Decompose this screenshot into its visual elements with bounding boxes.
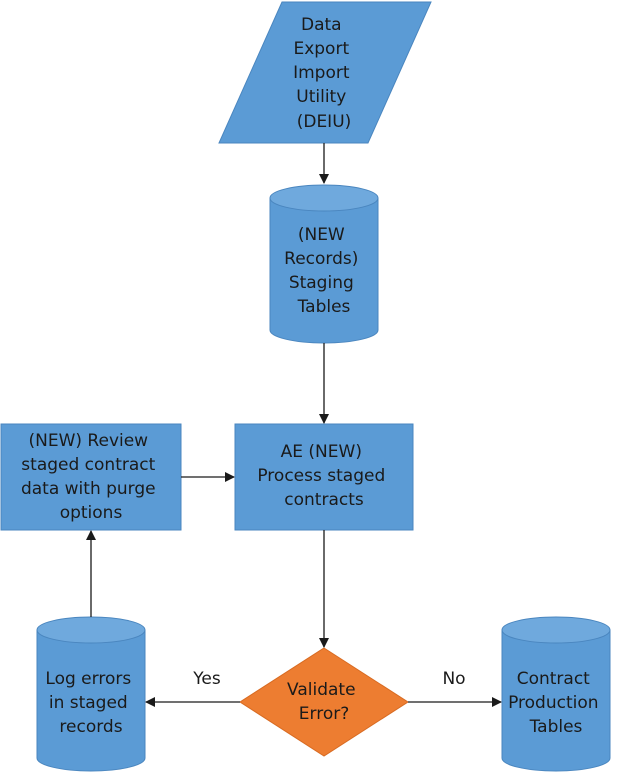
cylinder-shape (269, 197, 379, 344)
node-process: AE (NEW) Process staged contracts (234, 423, 414, 531)
node-staging-line: (NEW (298, 225, 345, 245)
node-deiu: Data Export Import Utility (DEIU) (218, 1, 432, 144)
node-validate-label: Validate Error? (287, 680, 361, 724)
node-staging-line: Tables (297, 297, 351, 317)
cylinder-shape (36, 629, 146, 772)
node-validate-line: Validate (287, 680, 356, 700)
node-review-label: (NEW) Review staged contract data with p… (21, 431, 161, 523)
node-deiu-label: Data Export Import Utility (DEIU) (293, 15, 355, 132)
node-review-line: options (60, 503, 123, 523)
edge-label-yes: Yes (192, 669, 221, 689)
cylinder-shape (501, 629, 611, 772)
node-log-label: Log errors in staged records (45, 669, 136, 737)
node-production-line: Contract (517, 669, 590, 689)
node-log-line: Log errors (45, 669, 131, 689)
node-deiu-line: Utility (296, 87, 346, 107)
node-log-line: in staged (49, 693, 128, 713)
node-production-label: Contract Production Tables (508, 669, 604, 737)
cylinder-top (501, 616, 611, 644)
node-staging: (NEW Records) Staging Tables (269, 184, 379, 344)
node-production: Contract Production Tables (501, 616, 611, 772)
node-process-line: contracts (284, 490, 364, 510)
node-process-line: AE (NEW) (281, 442, 362, 462)
node-log-line: records (59, 717, 122, 737)
edge-label-no: No (442, 669, 465, 689)
node-staging-label: (NEW Records) Staging Tables (284, 225, 364, 317)
node-deiu-line: Import (293, 63, 350, 83)
node-staging-line: Staging (289, 273, 354, 293)
node-log: Log errors in staged records (36, 616, 146, 772)
node-process-label: AE (NEW) Process staged contracts (257, 442, 390, 510)
node-review-line: (NEW) Review (29, 431, 149, 451)
node-review: (NEW) Review staged contract data with p… (0, 423, 182, 531)
node-process-line: Process staged (257, 466, 385, 486)
node-production-line: Tables (529, 717, 583, 737)
node-deiu-line: Data (301, 15, 342, 35)
node-validate: Validate Error? (239, 647, 409, 757)
diamond-shape (239, 647, 409, 757)
node-staging-line: Records) (284, 249, 358, 269)
cylinder-top (36, 616, 146, 644)
node-review-line: staged contract (21, 455, 155, 475)
parallelogram-shape (218, 1, 432, 144)
node-validate-line: Error? (299, 704, 349, 724)
node-deiu-line: Export (293, 39, 349, 59)
cylinder-top (269, 184, 379, 212)
node-deiu-line: (DEIU) (297, 112, 352, 132)
node-review-line: data with purge (21, 479, 156, 499)
node-production-line: Production (508, 693, 598, 713)
